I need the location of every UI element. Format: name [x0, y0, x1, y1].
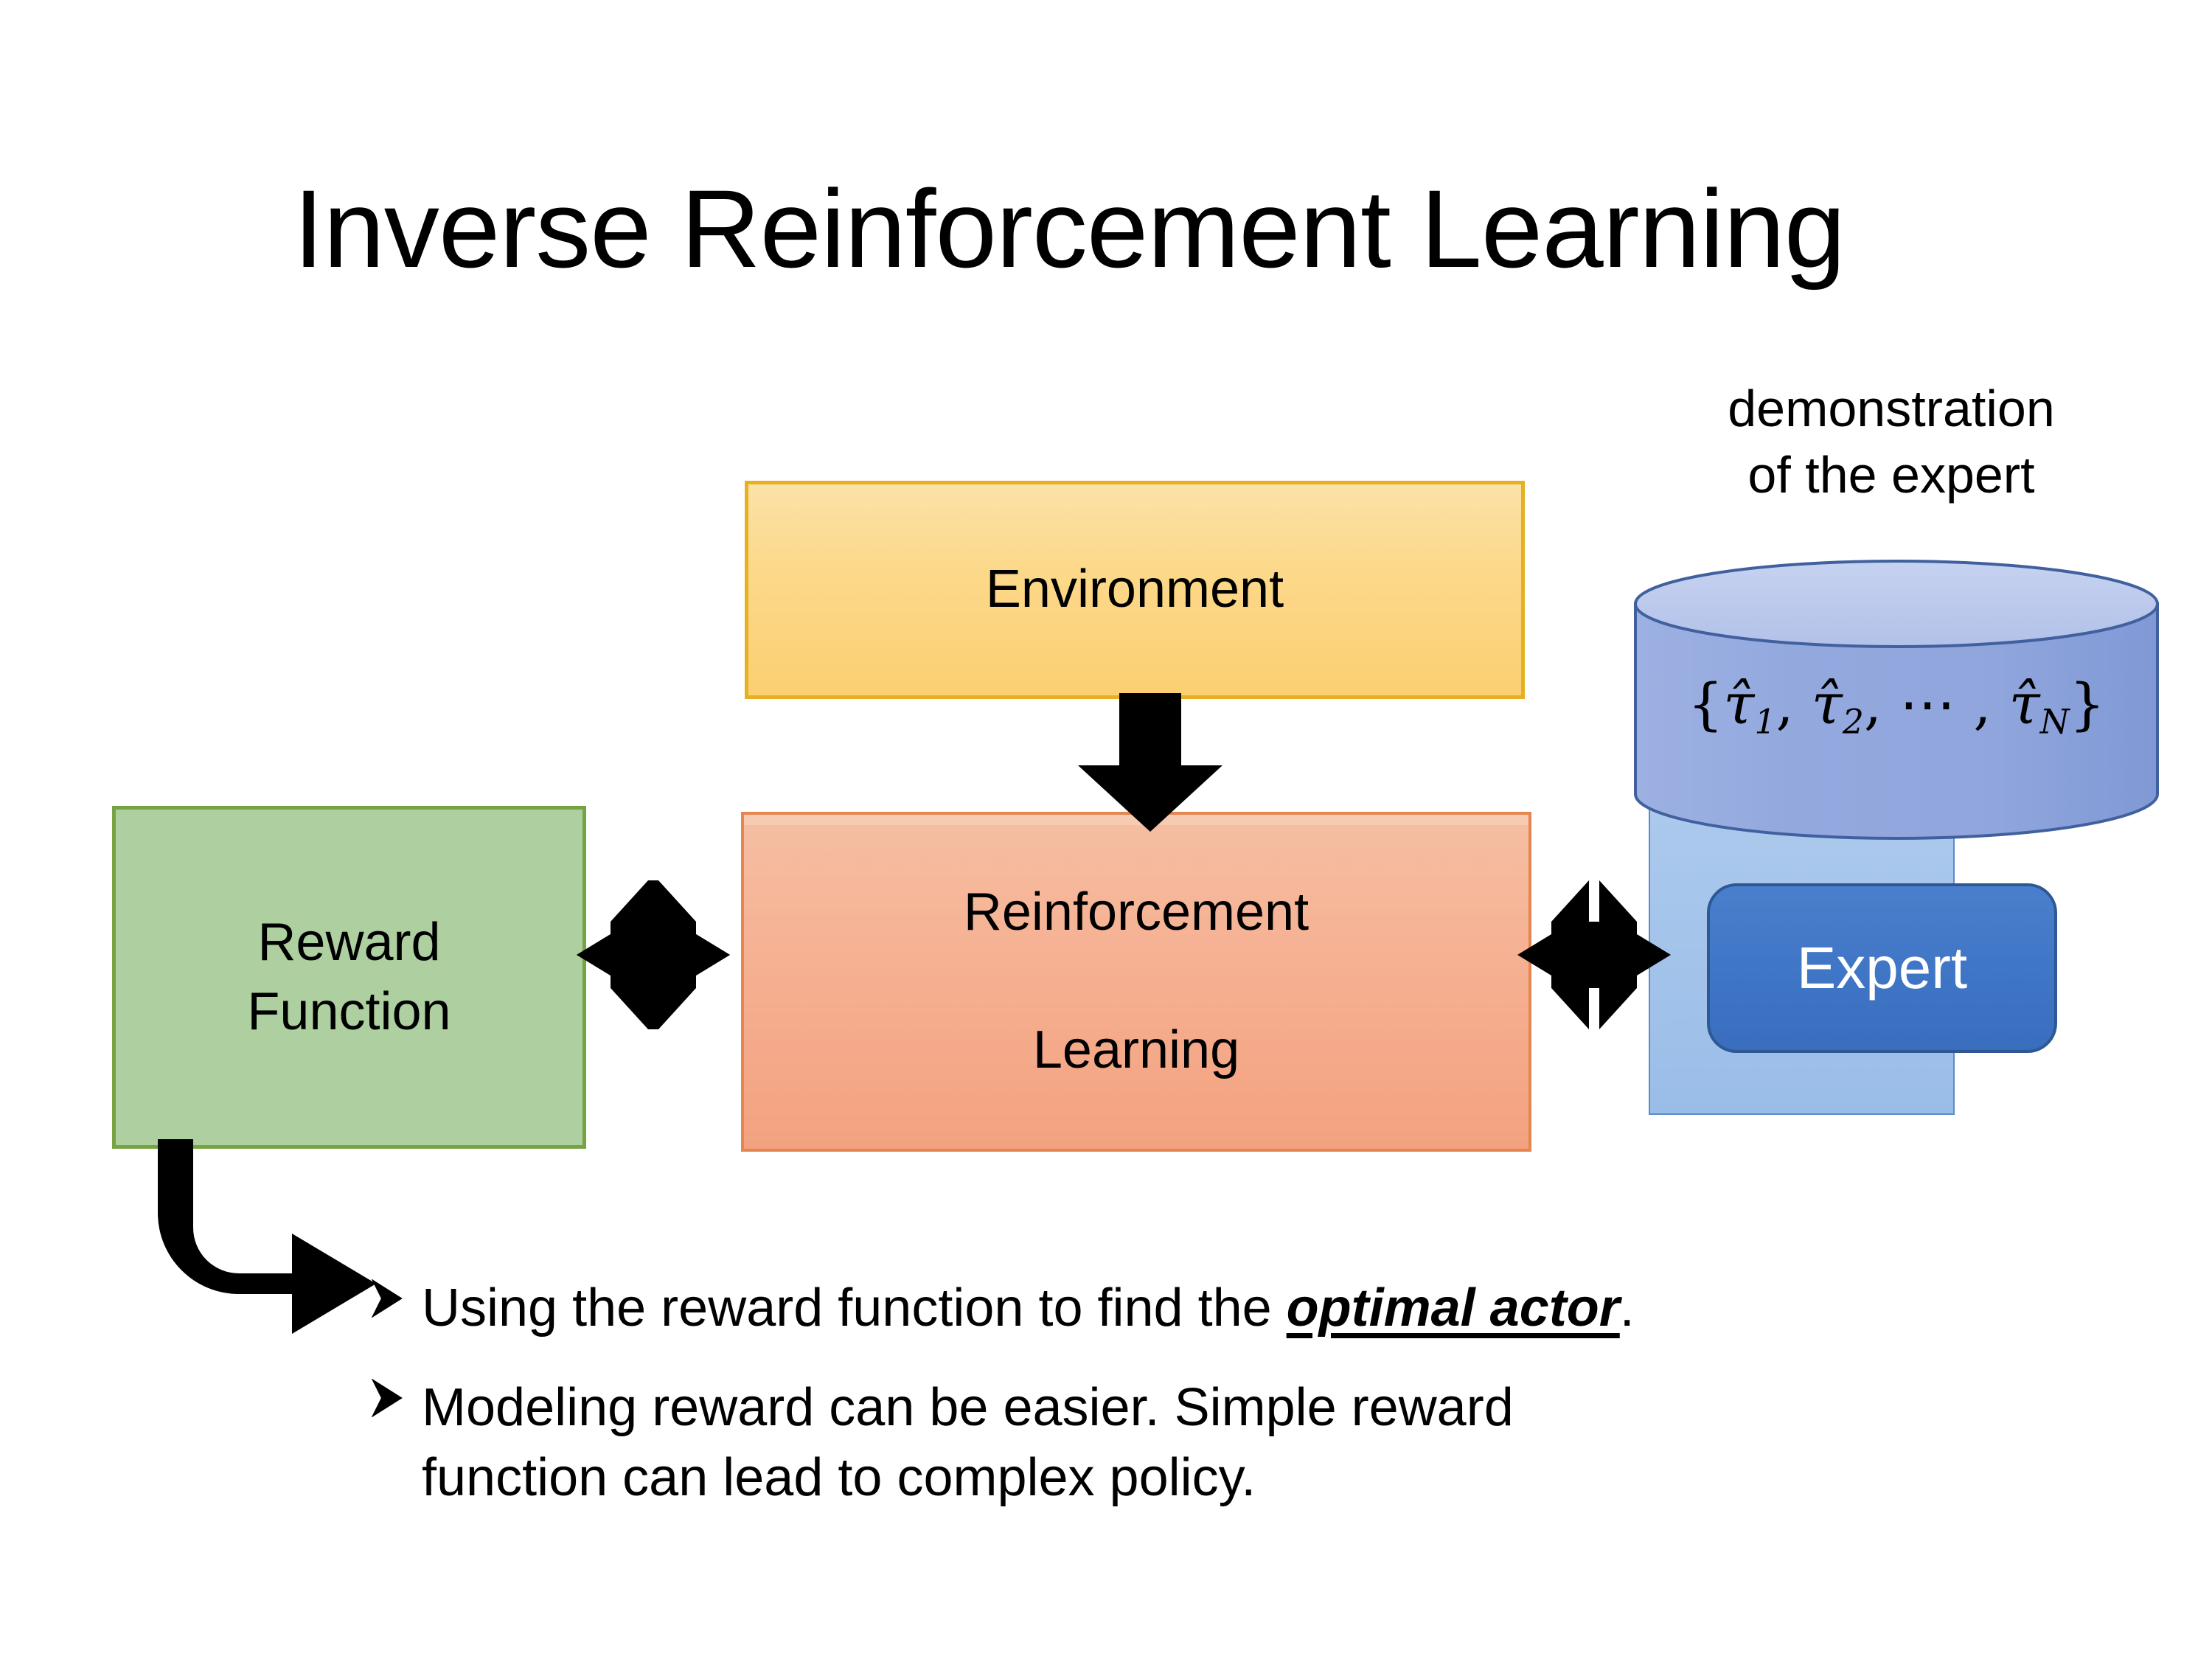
demonstration-formula: {τ̂1, τ̂2, ⋯ , τ̂N} — [1634, 671, 2159, 742]
formula-tau-2: τ̂ — [1811, 671, 1843, 737]
page-title: Inverse Reinforcement Learning — [293, 167, 1846, 291]
arrowhead-bullet-icon — [369, 1379, 422, 1418]
formula-sub-2: 2 — [1842, 702, 1864, 742]
formula-tau-1: τ̂ — [1723, 671, 1755, 737]
formula-open-brace: { — [1688, 671, 1724, 737]
demonstration-cylinder — [1634, 558, 2159, 858]
bullet-list: Using the reward function to find the op… — [369, 1273, 2138, 1543]
reinforcement-learning-label: Reinforcement Learning — [963, 883, 1310, 1080]
arrowhead-bullet-icon — [369, 1279, 422, 1318]
formula-sep-1: , — [1775, 671, 1812, 737]
elbow-arrow-icon — [147, 1139, 391, 1371]
expert-box[interactable]: Expert — [1707, 883, 2057, 1053]
reward-function-box[interactable]: Reward Function — [112, 806, 586, 1149]
reward-function-label: Reward Function — [247, 912, 451, 1041]
reinforcement-learning-box[interactable]: Reinforcement Learning — [741, 812, 1531, 1152]
quad-arrow-icon-right — [1517, 877, 1671, 1032]
bullet-1-emphasis: optimal actor — [1286, 1279, 1620, 1338]
formula-tau-n: τ̂ — [2008, 671, 2040, 737]
bullet-2-lead: Modeling reward can be easier. Simple re… — [422, 1378, 1514, 1508]
expert-label: Expert — [1796, 935, 1968, 1001]
bullet-1-lead: Using the reward function to find the — [422, 1279, 1287, 1338]
formula-sub-1: 1 — [1754, 702, 1776, 742]
environment-box[interactable]: Environment — [745, 481, 1525, 699]
demonstration-caption: demonstration of the expert — [1728, 380, 2055, 504]
list-item: Modeling reward can be easier. Simple re… — [369, 1373, 2138, 1513]
bullet-text-1: Using the reward function to find the op… — [422, 1273, 1635, 1343]
down-arrow-icon — [1062, 693, 1239, 833]
bullet-text-2: Modeling reward can be easier. Simple re… — [422, 1373, 1675, 1513]
quad-arrow-icon-left — [577, 877, 730, 1032]
environment-label: Environment — [985, 560, 1284, 619]
list-item: Using the reward function to find the op… — [369, 1273, 2138, 1343]
formula-close-brace: } — [2069, 671, 2105, 737]
formula-sub-n: N — [2039, 702, 2070, 742]
formula-sep-2: , ⋯ , — [1863, 671, 2009, 737]
bullet-1-tail: . — [1619, 1279, 1635, 1338]
